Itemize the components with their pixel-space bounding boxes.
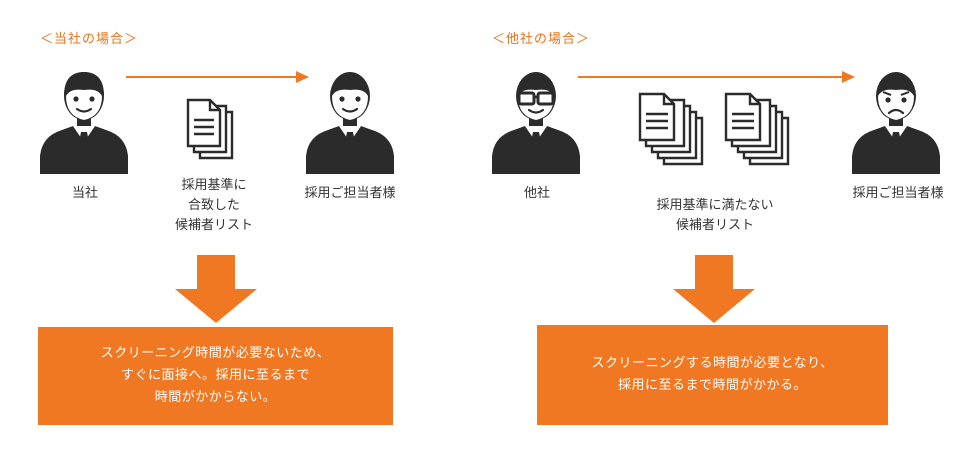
right-heading: ＜他社の場合＞ <box>492 32 591 47</box>
right-sender-label: 他社 <box>523 186 550 201</box>
businessman-icon <box>306 72 394 174</box>
left-documents-label-line: 採用基準に <box>181 178 247 193</box>
businessman-icon <box>40 72 128 174</box>
left-result-line: すぐに面接へ。採用に至るまで <box>120 368 310 383</box>
down-arrow-icon <box>175 255 257 323</box>
left-result-box: スクリーニング時間が必要ないため、 すぐに面接へ。採用に至るまで 時間がかからな… <box>38 327 393 425</box>
left-sender-label: 当社 <box>71 186 98 201</box>
document-stack-icon <box>186 98 234 160</box>
right-receiver-label: 採用ご担当者様 <box>852 186 944 201</box>
right-documents-label-line: 候補者リスト <box>675 218 754 233</box>
horizontal-arrow-icon <box>578 71 855 83</box>
left-documents-label-line: 合致した <box>187 198 240 213</box>
right-result-box: スクリーニングする時間が必要となり、 採用に至るまで時間がかかる。 <box>537 325 888 425</box>
left-result-line: 時間がかからない。 <box>154 390 277 405</box>
right-result-line: 採用に至るまで時間がかかる。 <box>617 378 807 393</box>
right-documents-label: 採用基準に満たない 候補者リスト <box>620 196 810 236</box>
left-heading: ＜当社の場合＞ <box>40 32 139 47</box>
horizontal-arrow-icon <box>126 71 309 83</box>
right-result-line: スクリーニングする時間が必要となり、 <box>591 356 834 371</box>
document-stack-icon <box>724 92 790 166</box>
left-documents-label-line: 候補者リスト <box>174 218 253 233</box>
down-arrow-icon <box>673 255 755 323</box>
left-documents-label: 採用基準に 合致した 候補者リスト <box>148 176 280 236</box>
worried-businessman-icon <box>852 72 940 174</box>
left-receiver-label: 採用ご担当者様 <box>304 186 396 201</box>
right-documents-label-line: 採用基準に満たない <box>656 198 774 213</box>
businessman-glasses-icon <box>492 72 580 174</box>
left-result-line: スクリーニング時間が必要ないため、 <box>100 346 331 361</box>
document-stack-icon <box>638 92 704 166</box>
